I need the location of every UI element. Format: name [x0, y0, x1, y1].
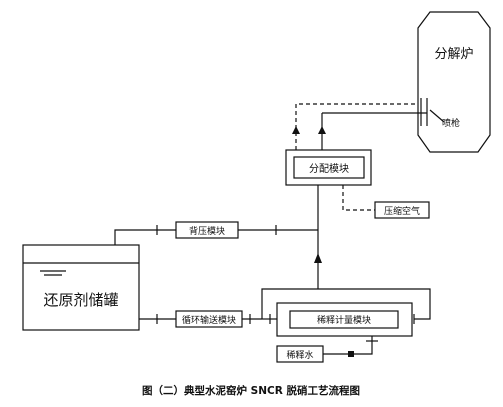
spray-gun — [322, 98, 445, 126]
dilution-metering-label: 稀释计量模块 — [317, 314, 371, 326]
dilution-water-valve — [348, 351, 354, 357]
main-arrow-up — [314, 253, 322, 263]
compressed-air-label: 压缩空气 — [384, 205, 420, 217]
back-pressure-line — [114, 229, 318, 245]
dilution-metering-inner — [289, 310, 399, 329]
spray-gun-label: 喷枪 — [442, 117, 460, 129]
air-line-to-furnace — [295, 103, 418, 150]
dilution-water-label: 稀释水 — [286, 349, 313, 361]
feed-arrow-up — [318, 126, 326, 134]
diagram-caption: 图（二）典型水泥窑炉 SNCR 脱硝工艺流程图 — [142, 384, 360, 397]
air-arrow-up — [292, 126, 300, 134]
dilution-water-line — [323, 336, 373, 355]
storage-tank-label: 还原剂储罐 — [43, 291, 118, 309]
compressed-air-box — [374, 201, 430, 219]
distribution-module-label: 分配模块 — [309, 163, 349, 175]
furnace-shape — [417, 11, 491, 153]
circulation-module-box — [175, 310, 243, 328]
circulation-module-label: 循环输送模块 — [182, 314, 236, 326]
back-pressure-box — [175, 221, 239, 239]
back-pressure-label: 背压模块 — [189, 225, 225, 237]
furnace-label: 分解炉 — [434, 47, 473, 62]
storage-tank — [22, 244, 140, 331]
compressed-air-line — [342, 185, 375, 211]
distribution-module-inner — [293, 156, 365, 179]
bypass-loop — [261, 288, 431, 320]
